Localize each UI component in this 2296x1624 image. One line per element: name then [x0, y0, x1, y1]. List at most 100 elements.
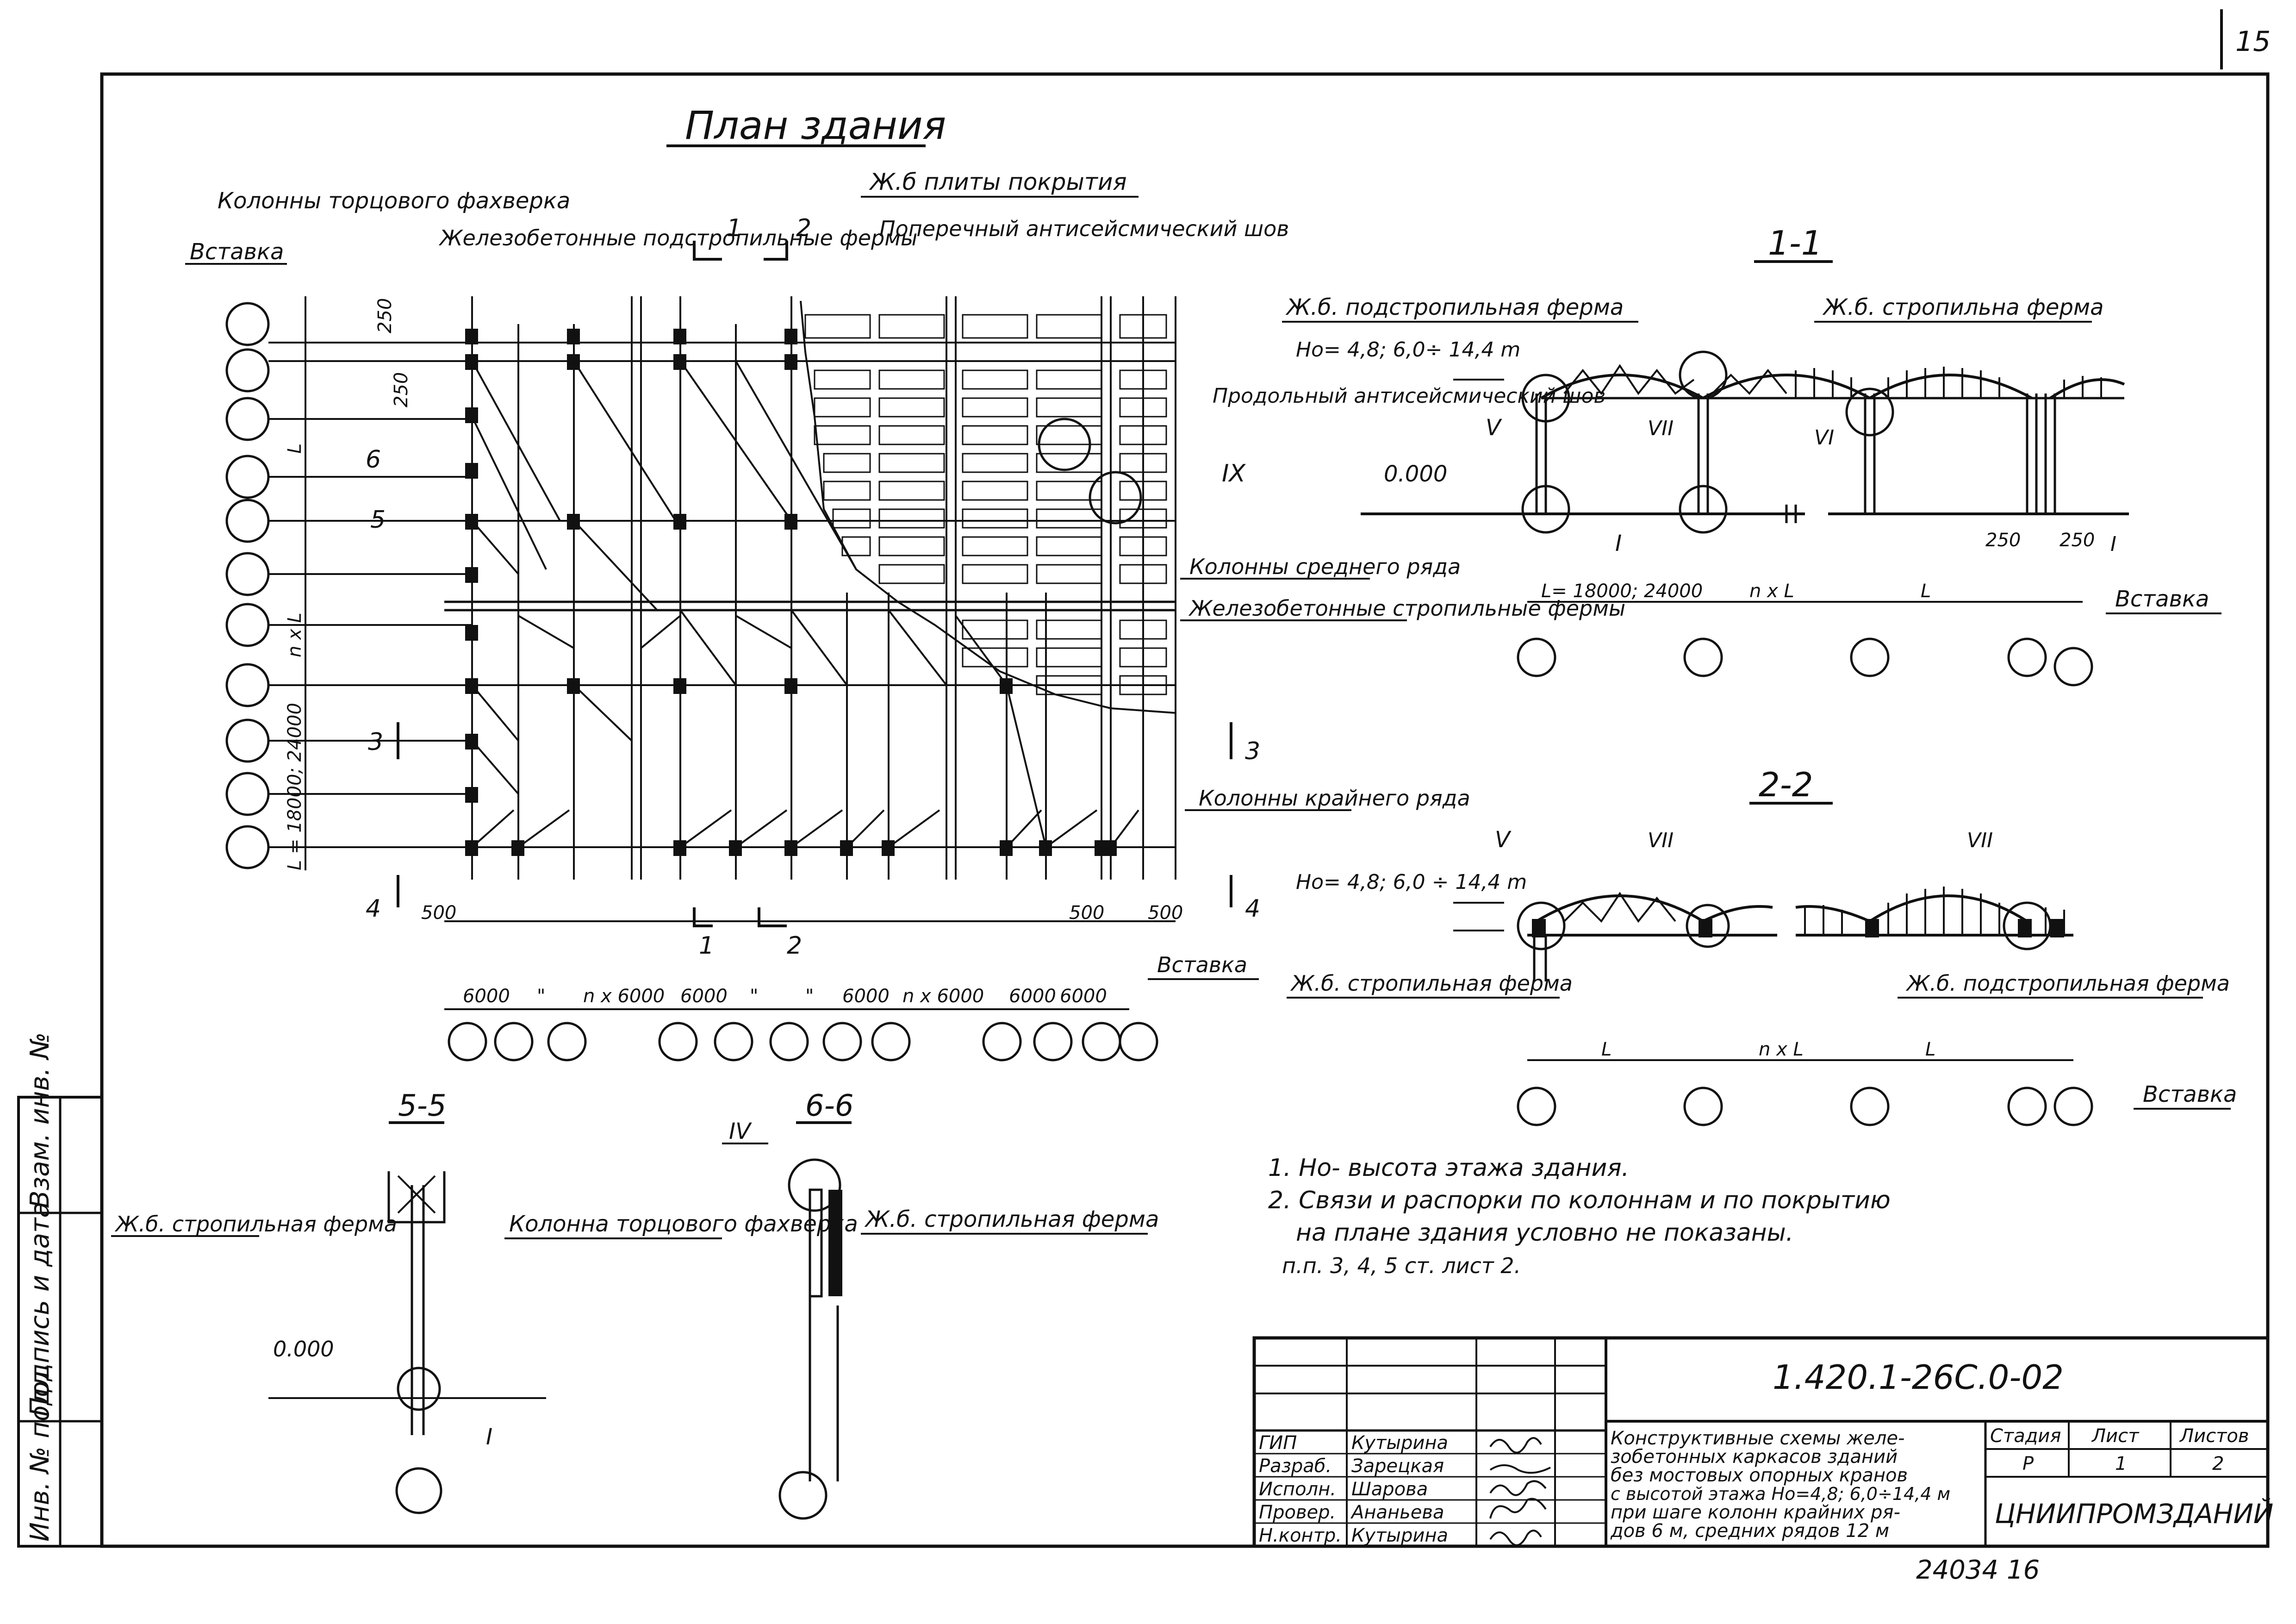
- section-11-d250b: 250: [2060, 530, 2095, 551]
- plan-label-insert-bottom: Вставка: [1157, 952, 1247, 977]
- plan-dim-left-l: L: [284, 443, 305, 454]
- section-22-roman-vii-b: VII: [1967, 829, 1993, 852]
- plan-dim-spacing-3: n x 6000: [583, 986, 665, 1007]
- section-66-roman: IV: [729, 1118, 752, 1144]
- plan-dim-spacing-7: 6000: [842, 986, 890, 1007]
- plan-label-edge-columns: Колонны крайнего ряда: [1199, 786, 1470, 811]
- section-11-rafter: Ж.б. стропильна ферма: [1822, 294, 2104, 320]
- bottom-number: 24034 16: [1916, 1555, 2040, 1585]
- section-66-drawing: [778, 1158, 842, 1520]
- sheets-label: Листов: [2179, 1425, 2249, 1447]
- plan-dim-top-1: 250: [374, 298, 396, 333]
- note-3: п.п. 3, 4, 5 ст. лист 2.: [1282, 1253, 1521, 1278]
- section-55-rafter: Ж.б. стропильная ферма: [114, 1212, 397, 1237]
- section-11-roman-v: V: [1486, 415, 1502, 441]
- section-11-zero: 0.000: [1384, 461, 1447, 487]
- sheet-value: 1: [2115, 1453, 2127, 1474]
- doc-code: 1.420.1-26С.0-02: [1773, 1358, 2064, 1397]
- drawing-frame: [100, 72, 2270, 1548]
- section-22-l1: L: [1601, 1039, 1612, 1060]
- plan-section-mark-3: 3: [368, 728, 383, 756]
- section-11-d250a: 250: [1985, 530, 2021, 551]
- section-22-insert: Вставка: [2143, 1081, 2237, 1107]
- plan-label-detail-ix: IX: [1222, 460, 1246, 487]
- desc-line-3: без мостовых опорных кранов: [1611, 1465, 1908, 1486]
- plan-section-mark-2b: 2: [787, 932, 802, 960]
- section-11-drawing: [1361, 350, 2129, 687]
- role-ispoln: Исполн.: [1259, 1479, 1336, 1500]
- plan-label-rc-slabs: Ж.б плиты покрытия: [869, 169, 1127, 195]
- signatures: [1489, 1437, 1551, 1546]
- plan-dim-spacing-8: n x 6000: [902, 986, 984, 1007]
- section-55-title: 5-5: [398, 1089, 447, 1123]
- plan-dim-spacing-10: 6000: [1060, 986, 1107, 1007]
- plan-label-rc-subtruss: Железобетонные подстропильные фермы: [438, 225, 917, 250]
- section-22-subtruss: Ж.б. подстропильная ферма: [1905, 971, 2230, 996]
- name-gip: Кутырина: [1351, 1432, 1448, 1454]
- side-stamp: Инв. № подл. Подпись и дата Взам. инв. №: [17, 1032, 103, 1548]
- section-22-height: Ho= 4,8; 6,0 ÷ 14,4 m: [1296, 870, 1527, 894]
- plan-label-end-columns: Колонны торцового фахверка: [218, 188, 570, 214]
- plan-section-mark-5: 5: [370, 506, 386, 534]
- role-nkontr: Н.контр.: [1259, 1525, 1342, 1546]
- desc-line-4: с высотой этажа Но=4,8; 6,0÷14,4 м: [1611, 1484, 1950, 1504]
- section-11-height: Ho= 4,8; 6,0÷ 14,4 m: [1296, 338, 1520, 362]
- section-55-zero: 0.000: [273, 1337, 334, 1362]
- section-11-roman-i-right: I: [2110, 532, 2116, 556]
- section-11-roman-i: I: [1615, 531, 1622, 556]
- plan-dim-left-span: L = 18000; 24000: [284, 703, 305, 870]
- section-22-nl: n x L: [1759, 1039, 1804, 1060]
- section-22-rafter: Ж.б. стропильная ферма: [1290, 971, 1573, 996]
- section-11-span: L= 18000; 24000: [1541, 581, 1703, 602]
- plan-section-mark-1: 1: [727, 214, 742, 242]
- sheets-value: 2: [2212, 1453, 2224, 1474]
- plan-section-mark-1b: 1: [699, 932, 714, 960]
- plan-section-mark-4: 4: [366, 895, 381, 923]
- section-66-title: 6-6: [805, 1089, 854, 1123]
- desc-line-1: Конструктивные схемы желе-: [1611, 1428, 1904, 1449]
- plan-section-mark-4r: 4: [1245, 895, 1260, 923]
- plan-section-mark-3r: 3: [1245, 737, 1260, 765]
- section-11-title: 1-1: [1768, 224, 1823, 262]
- role-razrab: Разраб.: [1259, 1455, 1332, 1477]
- plan-label-transverse-joint: Поперечный антисейсмический шов: [879, 216, 1289, 241]
- name-nkontr: Кутырина: [1351, 1525, 1448, 1546]
- section-11-subtruss: Ж.б. подстропильная ферма: [1285, 294, 1624, 320]
- desc-line-5: при шаге колонн крайних ря-: [1611, 1502, 1900, 1523]
- plan-axis-bubbles-left: [225, 302, 270, 869]
- plan-label-middle-columns: Колонны среднего ряда: [1189, 554, 1461, 579]
- plan-dim-bottom-500-mid: 500: [1069, 902, 1104, 924]
- plan-dim-spacing-1: 6000: [463, 986, 510, 1007]
- sheet-label: Лист: [2091, 1425, 2140, 1447]
- plan-dim-bottom-500-right: 500: [1148, 902, 1183, 924]
- plan-dim-spacing-4: 6000: [680, 986, 728, 1007]
- title-block: [1252, 1336, 2270, 1548]
- name-razrab: Зарецкая: [1351, 1455, 1444, 1477]
- plan-dim-spacing-2: ": [537, 986, 545, 1007]
- plan-dim-spacing-5: ": [750, 986, 758, 1007]
- notes: 1. Но- высота этажа здания. 2. Связи и р…: [1268, 1154, 1891, 1278]
- section-55-roman: I: [486, 1424, 492, 1450]
- plan-title: План здания: [685, 103, 946, 148]
- side-stamp-sign: Подпись и дата: [25, 1202, 55, 1417]
- stage-label: Стадия: [1990, 1425, 2061, 1447]
- note-2: 2. Связи и распорки по колоннам и по пок…: [1268, 1187, 1891, 1214]
- section-11-roman-vii: VII: [1648, 417, 1674, 440]
- note-1: 1. Но- высота этажа здания.: [1268, 1154, 1629, 1182]
- plan-dim-left-nl: n x L: [284, 612, 305, 657]
- note-2-cont: на плане здания условно не показаны.: [1296, 1219, 1793, 1247]
- role-gip: ГИП: [1259, 1432, 1297, 1454]
- plan-drawing: [225, 241, 1232, 1062]
- section-22-roman-vii-a: VII: [1648, 829, 1674, 852]
- plan-axis-bubbles-bottom: [448, 1022, 1158, 1062]
- side-stamp-replace: Взам. инв. №: [25, 1032, 55, 1208]
- name-ispoln: Шарова: [1351, 1479, 1428, 1500]
- section-22-l2: L: [1925, 1039, 1935, 1060]
- section-66-rafter: Ж.б. стропильная ферма: [864, 1206, 1159, 1232]
- section-11-insert: Вставка: [2115, 586, 2209, 612]
- plan-dim-spacing-9: 6000: [1009, 986, 1056, 1007]
- plan-label-insert: Вставка: [190, 239, 284, 265]
- section-11-l: L: [1921, 581, 1931, 602]
- desc-line-2: зобетонных каркасов зданий: [1611, 1446, 1898, 1468]
